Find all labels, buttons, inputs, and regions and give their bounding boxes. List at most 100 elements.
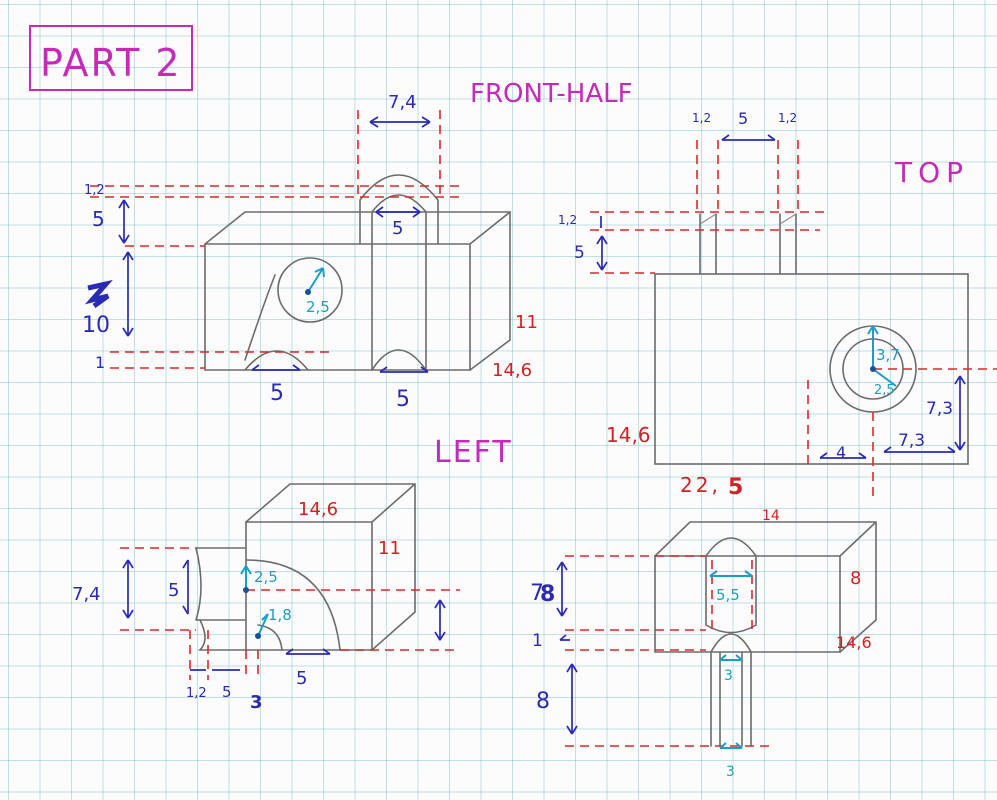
front-tube-inner (371, 194, 427, 245)
top-dim-wall-right: 1,2 (778, 111, 797, 125)
front-dim-hole-radius: 2,5 (306, 298, 330, 316)
front-tube-outer (359, 174, 439, 245)
left-dim-bottom-4: 5 (296, 668, 307, 689)
left-box-top (245, 483, 416, 651)
left-arrow-inner (182, 559, 189, 615)
top-arrow-gap (721, 134, 776, 141)
right-dim-inner-3: 3 (724, 668, 733, 684)
left-dim-radius-small: 1,8 (268, 606, 292, 624)
top-radius-arrows (867, 325, 897, 387)
right-dim-height-7-overwrite: 8 (540, 582, 555, 607)
left-dim-verticals (189, 630, 259, 680)
left-dim-tube-height: 7,4 (72, 584, 101, 605)
left-tube-bottom (198, 619, 247, 651)
left-dim-top-depth: 14,6 (298, 499, 338, 520)
left-dim-bottom-2: 5 (222, 683, 232, 701)
right-dim-tube-radius: 5,5 (716, 586, 740, 604)
left-arrow-tube (122, 559, 134, 619)
right-dim-bottom-3: 3 (726, 764, 735, 780)
front-arrow-main (122, 251, 134, 337)
left-view: LEFT 14,6 11 7,4 5 2,5 1,8 1,2 5 3 5 (72, 435, 513, 713)
right-tube-walls (710, 651, 752, 747)
right-dim-top-width: 14 (762, 508, 780, 524)
right-arrow-8 (566, 663, 578, 735)
left-tube-top (195, 547, 247, 621)
right-tube-arc (710, 633, 752, 653)
front-dim-wall-bottom: 1 (95, 353, 105, 372)
front-view: FRONT-HALF 7,4 1,2 5 (82, 79, 633, 412)
front-box-top (204, 211, 511, 371)
front-bottom-arc-center (371, 349, 427, 371)
front-fillet (244, 274, 276, 361)
left-radius-arrows (240, 565, 269, 637)
right-slot (705, 555, 757, 634)
top-tube-hatch (699, 213, 797, 225)
front-dim-height-top: 5 (92, 207, 105, 231)
right-box-top (654, 521, 877, 653)
top-dim-outer-radius: 3,7 (876, 346, 900, 364)
title-box: PART 2 (29, 25, 193, 91)
front-dim-height-main: 10 (82, 313, 110, 338)
top-dim-gap: 5 (738, 109, 748, 128)
top-view: TOP 1,2 5 1,2 1,2 5 14,6 22, 5 3,7 2,5 4 (558, 109, 997, 500)
top-dim-offset-x: 7,3 (898, 431, 925, 451)
left-arrow-side (434, 599, 446, 641)
top-dim-depth: 14,6 (606, 423, 651, 447)
front-arrow-width (369, 116, 431, 128)
front-box-edge (469, 211, 511, 245)
left-fillet-small (257, 624, 283, 651)
right-dim-wall: 1 (532, 631, 543, 651)
front-arrow-inner (375, 206, 421, 218)
left-center-small (255, 633, 261, 639)
left-box-face (245, 521, 373, 651)
front-arrow-bc (379, 366, 429, 373)
left-center-large (243, 587, 249, 593)
front-view-label: FRONT-HALF (470, 79, 633, 109)
left-dim-inner: 5 (168, 580, 179, 601)
top-arrows-left (596, 216, 608, 271)
top-dim-offset-small: 4 (836, 443, 846, 462)
top-arrow-offset-x (883, 446, 956, 453)
right-box-face (654, 555, 841, 653)
left-arrow-bottom (190, 648, 331, 671)
top-dim-height: 5 (574, 243, 585, 263)
page-title: PART 2 (40, 41, 182, 85)
front-dim-wall-top: 1,2 (84, 183, 105, 198)
right-dim-side: 8 (850, 568, 861, 589)
top-dim-width: 22, (680, 473, 721, 497)
front-radius-arrow (307, 267, 325, 293)
front-scribble-mark (84, 279, 113, 309)
front-arrow-top (118, 199, 130, 244)
right-dim-height-8: 8 (536, 689, 550, 714)
front-dim-inner: 5 (392, 218, 403, 239)
right-arrow-7 (556, 561, 568, 617)
top-dim-inner-radius: 2,5 (874, 383, 895, 398)
front-bottom-arc-left (244, 350, 309, 371)
front-dim-bottom-left: 5 (270, 381, 284, 406)
top-dim-offset-y: 7,3 (926, 399, 953, 419)
right-radius-arrow (709, 570, 753, 577)
front-hole-center (305, 289, 311, 295)
right-inner-arrow (719, 654, 743, 661)
front-dim-depth: 14,6 (492, 360, 532, 381)
front-hole (277, 257, 343, 323)
top-dim-wall-left: 1,2 (692, 111, 711, 125)
left-dim-bottom-1: 1,2 (186, 686, 207, 701)
left-dim-radius-large: 2,5 (254, 568, 278, 586)
top-circle-center (870, 366, 876, 372)
top-arrow-offset-small (819, 452, 867, 459)
right-arrow-1 (559, 634, 570, 641)
right-slot-top (705, 537, 757, 557)
left-view-label: LEFT (434, 435, 513, 470)
left-dim-bottom-3: 3 (250, 692, 263, 713)
front-dim-bottom-center: 5 (396, 387, 410, 412)
front-dim-tube-width: 7,4 (388, 92, 417, 113)
top-dim-width-overwrite: 5 (728, 475, 743, 500)
top-dim-wall-small: 1,2 (558, 213, 577, 227)
right-dim-depth: 14,6 (836, 633, 872, 652)
right-bottom-arrow (719, 742, 743, 749)
top-tube-walls (699, 213, 797, 275)
title-frame (29, 25, 193, 91)
left-dim-height: 11 (378, 538, 401, 559)
